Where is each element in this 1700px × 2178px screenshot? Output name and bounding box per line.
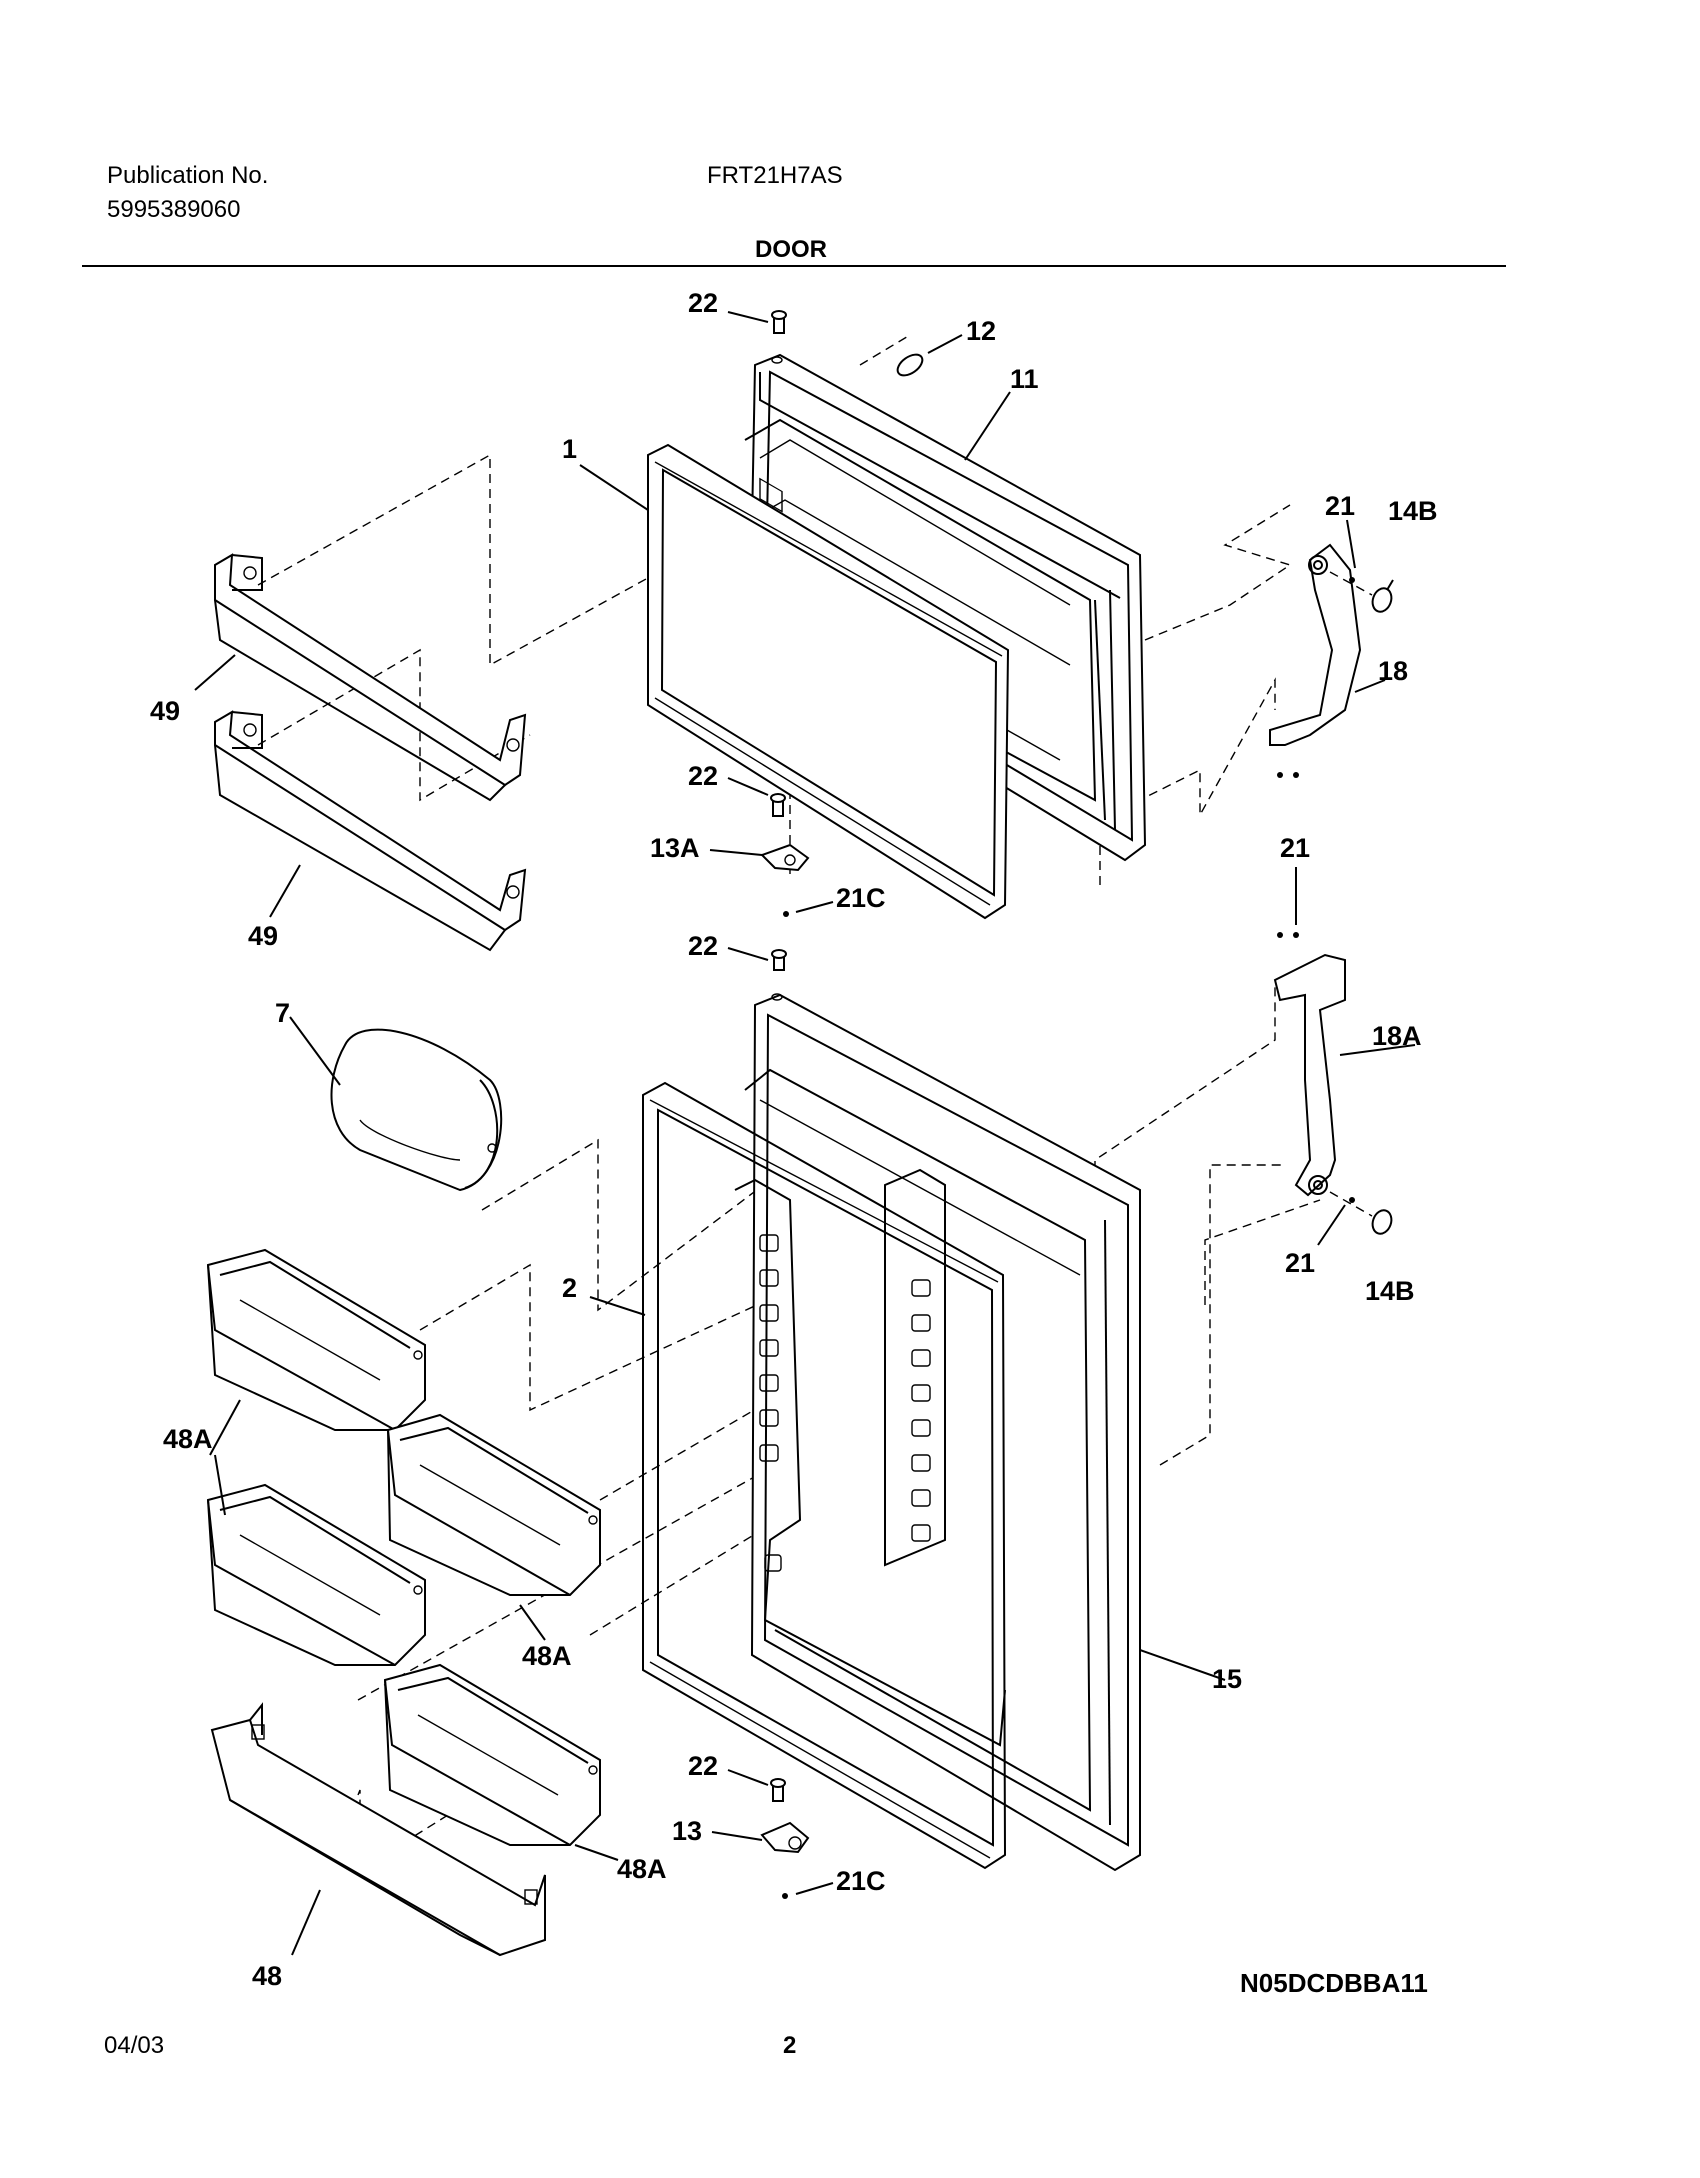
top-hinge-18 bbox=[1269, 543, 1362, 746]
screw-22-bottom bbox=[770, 1778, 786, 1802]
screw-21-top bbox=[1349, 577, 1355, 583]
section-title: DOOR bbox=[755, 236, 827, 263]
screw-21-b bbox=[1293, 772, 1299, 778]
callout-49-top: 49 bbox=[150, 696, 180, 726]
callout-14b-bottom: 14B bbox=[1365, 1276, 1415, 1306]
dairy-compartment-7 bbox=[330, 1028, 503, 1192]
screw-21-bottom bbox=[1349, 1197, 1355, 1203]
publication-number: 5995389060 bbox=[107, 196, 241, 223]
callout-21c-bottom: 21C bbox=[836, 1866, 886, 1896]
bottom-hinge-18a bbox=[1273, 953, 1346, 1197]
callout-22-middle: 22 bbox=[688, 761, 718, 791]
callout-11: 11 bbox=[1010, 364, 1039, 394]
hole-plug-12 bbox=[896, 353, 924, 377]
header-rule bbox=[82, 265, 1506, 267]
screw-21-a bbox=[1277, 772, 1283, 778]
callout-22-lower-top: 22 bbox=[688, 931, 718, 961]
hinge-pin-13a bbox=[760, 843, 810, 872]
callout-14b-top: 14B bbox=[1388, 496, 1438, 526]
hardware-parts bbox=[760, 310, 1393, 1899]
callout-21-middle: 21 bbox=[1280, 833, 1310, 863]
fresh-food-door-outer-panel bbox=[734, 993, 1141, 1872]
callout-21c-top: 21C bbox=[836, 883, 886, 913]
hinge-cap-14b-bottom bbox=[1371, 1209, 1393, 1235]
leader-lines bbox=[194, 311, 1416, 1956]
drawing-code: N05DCDBBA11 bbox=[1240, 1968, 1428, 1998]
model-number: FRT21H7AS bbox=[707, 162, 843, 189]
callout-12: 12 bbox=[966, 316, 996, 346]
screw-21c-top bbox=[783, 911, 789, 917]
door-bin-48a-middle bbox=[386, 1413, 601, 1596]
callout-49-bottom: 49 bbox=[248, 921, 278, 951]
callout-21-bottom: 21 bbox=[1285, 1248, 1315, 1278]
callout-48a-middle: 48A bbox=[522, 1641, 572, 1671]
callout-22-bottom: 22 bbox=[688, 1751, 718, 1781]
callout-15: 15 bbox=[1212, 1664, 1242, 1694]
screw-22-top bbox=[771, 310, 787, 364]
hinge-pin-13 bbox=[760, 1821, 810, 1854]
bottom-door-shelf-48 bbox=[210, 1702, 546, 1957]
screw-21-d bbox=[1293, 932, 1299, 938]
hinge-cap-14b-top bbox=[1371, 587, 1393, 613]
screw-21c-bottom bbox=[782, 1893, 788, 1899]
screw-22-lower-top bbox=[771, 949, 787, 1001]
callout-7: 7 bbox=[275, 998, 290, 1028]
freezer-door-gasket bbox=[647, 443, 1010, 920]
callout-48: 48 bbox=[252, 1961, 282, 1991]
fresh-food-door-gasket bbox=[642, 1081, 1007, 1870]
callout-48a-left: 48A bbox=[163, 1424, 213, 1454]
callout-48a-low: 48A bbox=[617, 1854, 667, 1884]
shelf-49-upper bbox=[214, 553, 527, 802]
callout-numbers: 22 12 11 1 21 14B 49 18 22 21 13A 21C 49… bbox=[150, 288, 1438, 1991]
callout-1: 1 bbox=[562, 434, 577, 464]
shelf-49-lower bbox=[214, 710, 527, 952]
callout-22-top: 22 bbox=[688, 288, 718, 318]
screw-22-middle bbox=[770, 793, 786, 817]
callout-21-top: 21 bbox=[1325, 491, 1355, 521]
door-bin-48a-low-left bbox=[206, 1483, 426, 1666]
page-number: 2 bbox=[783, 2032, 797, 2059]
door-bin-48a-low-right bbox=[383, 1663, 601, 1846]
callout-13: 13 bbox=[672, 1816, 702, 1846]
publication-label: Publication No. bbox=[107, 162, 269, 189]
callout-2: 2 bbox=[562, 1273, 577, 1303]
door-bin-48a-left bbox=[206, 1248, 426, 1431]
callout-18: 18 bbox=[1378, 656, 1408, 686]
screw-21-c bbox=[1277, 932, 1283, 938]
footer-date: 04/03 bbox=[104, 2032, 165, 2059]
callout-13a: 13A bbox=[650, 833, 700, 863]
freezer-door-outer-panel bbox=[744, 353, 1147, 862]
callout-18a: 18A bbox=[1372, 1021, 1422, 1051]
